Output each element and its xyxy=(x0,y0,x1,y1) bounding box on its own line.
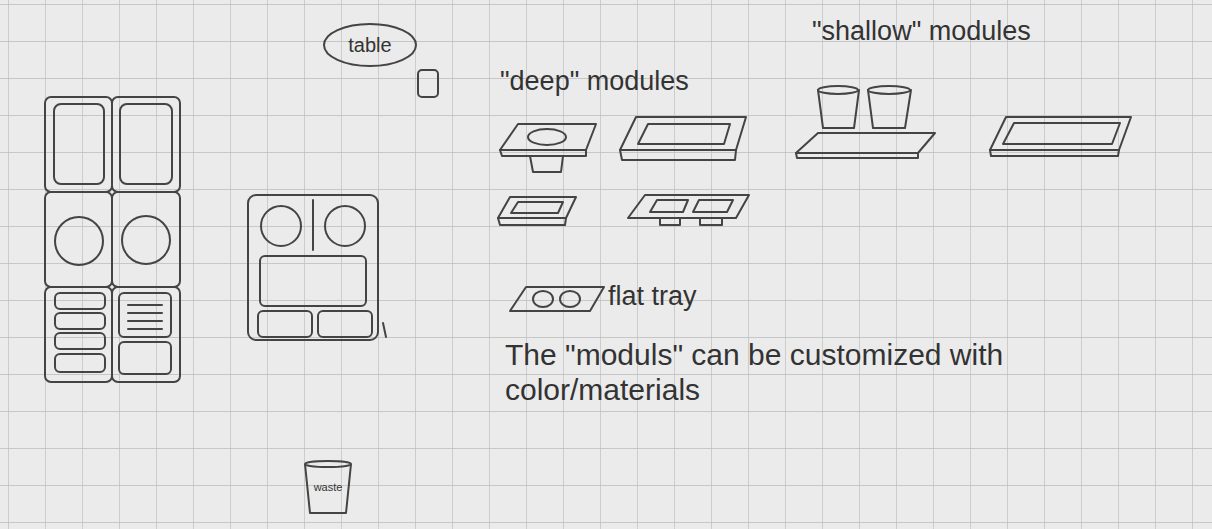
shallow-module-cups xyxy=(796,86,935,158)
large-cabinet xyxy=(45,97,180,382)
node-text: table xyxy=(348,34,391,57)
deep-module-cup xyxy=(500,124,596,172)
flat-tray xyxy=(510,287,604,311)
deep-module-tray xyxy=(620,117,746,160)
table-leg xyxy=(418,70,438,97)
node-text: waste xyxy=(314,481,343,493)
deep-module-small xyxy=(498,197,576,225)
shallow-module-tray xyxy=(990,117,1131,156)
tray-label: flat tray xyxy=(608,281,697,312)
module-heading: "shallow" modules xyxy=(812,16,1031,47)
small-cabinet xyxy=(248,195,386,340)
table-oval: table xyxy=(323,23,417,67)
waste-bin: waste xyxy=(304,460,352,514)
module-heading: "deep" modules xyxy=(500,66,689,97)
design-note: The "moduls" can be customized with colo… xyxy=(505,338,1125,407)
deep-module-double xyxy=(628,195,749,225)
